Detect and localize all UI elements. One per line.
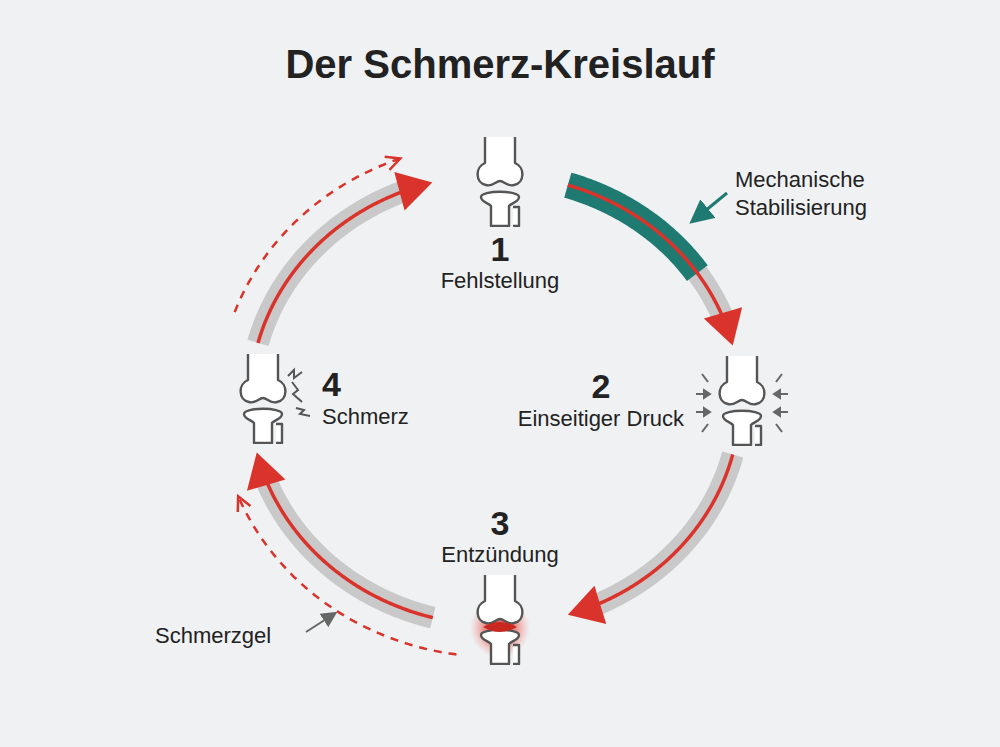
diagram-title: Der Schmerz-Kreislauf <box>0 42 1000 87</box>
arrow-line <box>258 191 405 343</box>
stage-label: Entzündung <box>441 542 558 568</box>
stage-node: 1Fehlstellung <box>441 135 560 295</box>
cycle-arrow <box>247 452 433 617</box>
step-number: 3 <box>491 505 510 542</box>
cycle-arrow <box>258 172 432 343</box>
arrow-head <box>704 307 742 345</box>
stage-node: 4Schmerz <box>232 352 409 444</box>
arrow-head <box>568 586 606 624</box>
cycle-arrow <box>568 185 742 345</box>
stage-label: Einseitiger Druck <box>518 406 684 432</box>
arrow-band <box>568 185 723 318</box>
arrow-line <box>594 455 732 606</box>
knee-icon <box>469 573 531 665</box>
arrow-band <box>594 455 732 606</box>
stage-node: 3Entzündung <box>441 505 558 665</box>
dashed-head <box>238 496 251 512</box>
stage-texts: 3Entzündung <box>441 505 558 569</box>
callout-label: Schmerzgel <box>155 622 271 650</box>
arrow-line <box>266 480 433 618</box>
step-number: 4 <box>322 366 341 403</box>
stage-label: Fehlstellung <box>441 268 560 294</box>
arrow-head <box>247 452 285 490</box>
dashed-arc <box>235 158 401 312</box>
leader-line <box>694 193 727 220</box>
stage-label: Schmerz <box>322 404 409 430</box>
stabilization-band <box>568 185 698 273</box>
step-number: 1 <box>491 231 510 268</box>
stage-texts: 2Einseitiger Druck <box>518 368 684 432</box>
knee-icon <box>232 352 312 444</box>
knee-icon <box>694 354 790 446</box>
stage-texts: 4Schmerz <box>322 366 409 430</box>
callout-label: Mechanische Stabilisierung <box>735 166 925 221</box>
cycle-arrow <box>568 455 733 624</box>
knee-icon <box>469 135 531 227</box>
arrow-band <box>266 480 433 618</box>
arrow-line <box>568 185 723 318</box>
leader-line <box>306 614 334 632</box>
arrow-head <box>394 172 432 211</box>
dashed-head <box>385 157 401 170</box>
stage-texts: 1Fehlstellung <box>441 231 560 295</box>
arrow-band <box>258 191 405 343</box>
dashed-arcs <box>235 157 457 655</box>
stage-node: 2Einseitiger Druck <box>518 354 790 446</box>
step-number: 2 <box>591 368 610 405</box>
